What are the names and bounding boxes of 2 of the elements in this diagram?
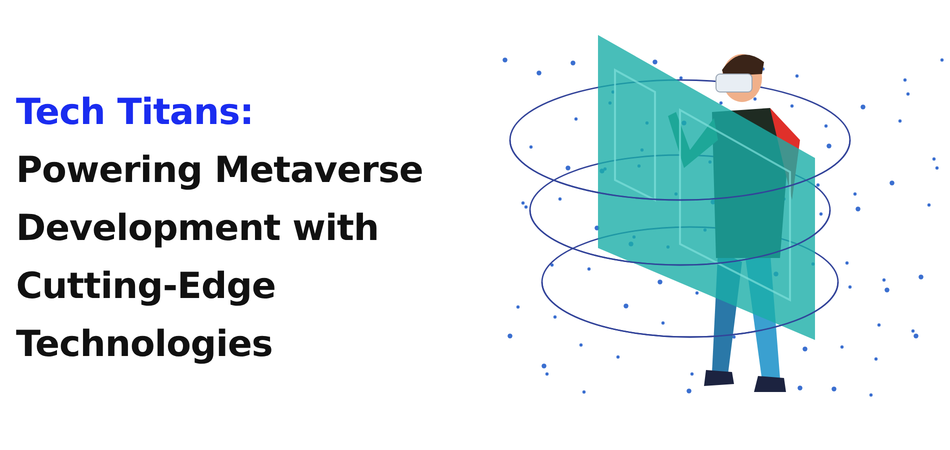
heading: Tech Titans: bbox=[16, 91, 254, 135]
subheading: Powering Metaverse Development with Cutting-Edge Technologies bbox=[16, 149, 424, 367]
